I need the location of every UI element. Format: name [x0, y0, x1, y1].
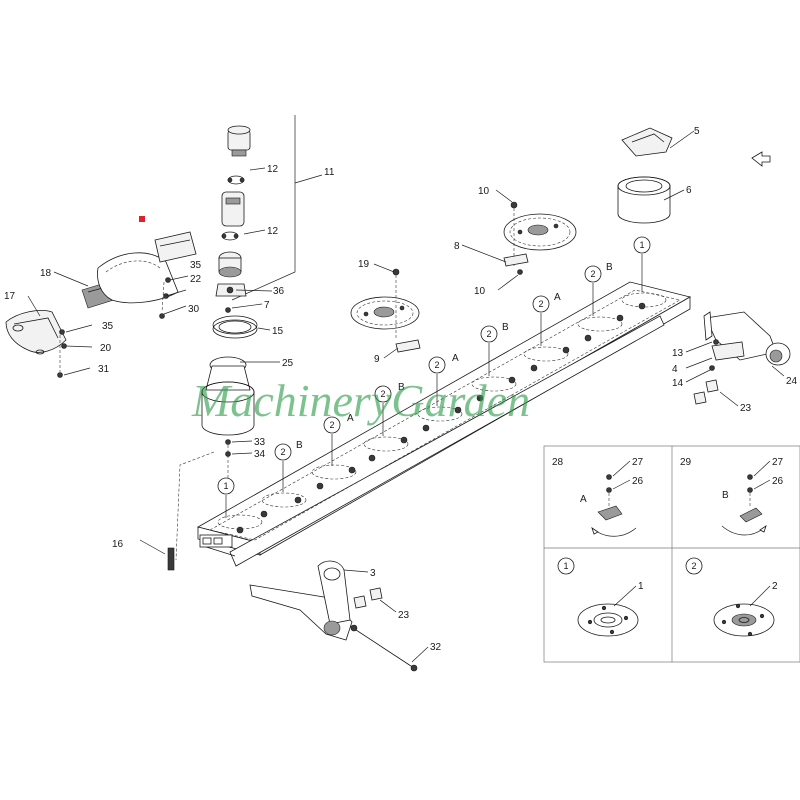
callout-27a: 27	[632, 457, 644, 468]
svg-text:1: 1	[639, 240, 644, 250]
callout-10a: 10	[478, 186, 490, 197]
svg-text:2: 2	[280, 447, 285, 457]
callout-13: 13	[672, 348, 684, 359]
callout-19: 19	[358, 259, 370, 270]
right-bracket	[693, 311, 791, 405]
svg-text:1: 1	[223, 481, 228, 491]
svg-text:2: 2	[434, 360, 439, 370]
rotation-letters: B A B A B A B	[296, 262, 613, 451]
callout-29: 29	[680, 457, 692, 468]
callout-8: 8	[454, 241, 460, 252]
inset-disc-2: 2	[685, 557, 775, 637]
svg-text:2: 2	[329, 420, 334, 430]
direction-arrow-icon	[751, 151, 771, 167]
inset-letter-a: A	[580, 494, 587, 505]
svg-text:A: A	[347, 413, 354, 424]
deflector-plate	[97, 252, 179, 319]
bar-marker-2f: 2	[532, 295, 550, 346]
callout-26a: 26	[632, 476, 644, 487]
guard-17	[5, 310, 67, 378]
drive-arm	[249, 560, 418, 672]
callout-7: 7	[264, 300, 270, 311]
callout-34: 34	[254, 449, 266, 460]
callout-16: 16	[112, 539, 124, 550]
bar-marker-2c: 2	[374, 385, 392, 436]
svg-text:2: 2	[486, 329, 491, 339]
inset-28-detail	[591, 474, 637, 537]
callout-4: 4	[672, 364, 678, 375]
svg-text:A: A	[452, 353, 459, 364]
drum-6	[617, 176, 671, 224]
svg-text:2: 2	[380, 389, 385, 399]
svg-text:2: 2	[590, 269, 595, 279]
callout-25: 25	[282, 358, 294, 369]
bracket-22	[154, 231, 197, 263]
callout-31: 31	[98, 364, 110, 375]
callout-18: 18	[40, 268, 52, 279]
bar-marker-1b: 1	[633, 236, 651, 292]
bar-marker-2b: 2	[323, 416, 341, 466]
disc-top-right	[503, 201, 577, 275]
callout-36: 36	[273, 286, 285, 297]
disc-middle	[350, 268, 421, 353]
inset-letter-b: B	[722, 490, 729, 501]
callout-17: 17	[4, 291, 16, 302]
callout-12a: 12	[267, 164, 279, 175]
svg-text:2: 2	[691, 561, 696, 571]
svg-text:2: 2	[538, 299, 543, 309]
inset-29-detail	[721, 474, 767, 536]
red-marker	[139, 216, 145, 222]
callout-20: 20	[100, 343, 112, 354]
cap-5	[621, 127, 673, 157]
callout-22: 22	[190, 274, 202, 285]
callout-10b: 10	[474, 286, 486, 297]
bar-marker-2a: 2	[274, 443, 292, 492]
callout-3: 3	[370, 568, 376, 579]
callout-9: 9	[374, 354, 380, 365]
callout-27b: 27	[772, 457, 784, 468]
leader-lines	[27, 130, 771, 663]
bar-disc-outlines	[217, 292, 667, 530]
svg-text:B: B	[502, 322, 509, 333]
callout-12b: 12	[267, 226, 279, 237]
callout-32: 32	[430, 642, 442, 653]
callout-11: 11	[324, 167, 335, 178]
bar-marker-1a: 1	[217, 477, 235, 518]
bar-marker-2g: 2	[584, 265, 602, 316]
callout-23b: 23	[740, 403, 752, 414]
callout-6: 6	[686, 185, 692, 196]
svg-text:B: B	[296, 440, 303, 451]
callout-30: 30	[188, 304, 200, 315]
callout-2: 2	[772, 581, 778, 592]
bar-marker-2d: 2	[428, 356, 446, 406]
inset-panels	[543, 445, 800, 663]
inset-disc-1: 1	[557, 557, 639, 637]
callout-28: 28	[552, 457, 564, 468]
watermark: MachineryGarden	[191, 375, 530, 426]
svg-text:A: A	[554, 292, 561, 303]
drive-tower	[139, 115, 323, 571]
callout-26b: 26	[772, 476, 784, 487]
callout-1: 1	[638, 581, 644, 592]
callout-24: 24	[786, 376, 798, 387]
callout-labels: 5 6 10 8 10 19 9 11 12 12 36 7 15 25 33 …	[4, 126, 798, 653]
callout-15: 15	[272, 326, 284, 337]
callout-35a: 35	[102, 321, 114, 332]
bar-marker-2e: 2	[480, 325, 498, 376]
svg-text:1: 1	[563, 561, 568, 571]
svg-text:B: B	[606, 262, 613, 273]
callout-14: 14	[672, 378, 684, 389]
callout-33: 33	[254, 437, 266, 448]
svg-text:B: B	[398, 382, 405, 393]
callout-23a: 23	[398, 610, 410, 621]
callout-35b: 35	[190, 260, 202, 271]
callout-5: 5	[694, 126, 700, 137]
